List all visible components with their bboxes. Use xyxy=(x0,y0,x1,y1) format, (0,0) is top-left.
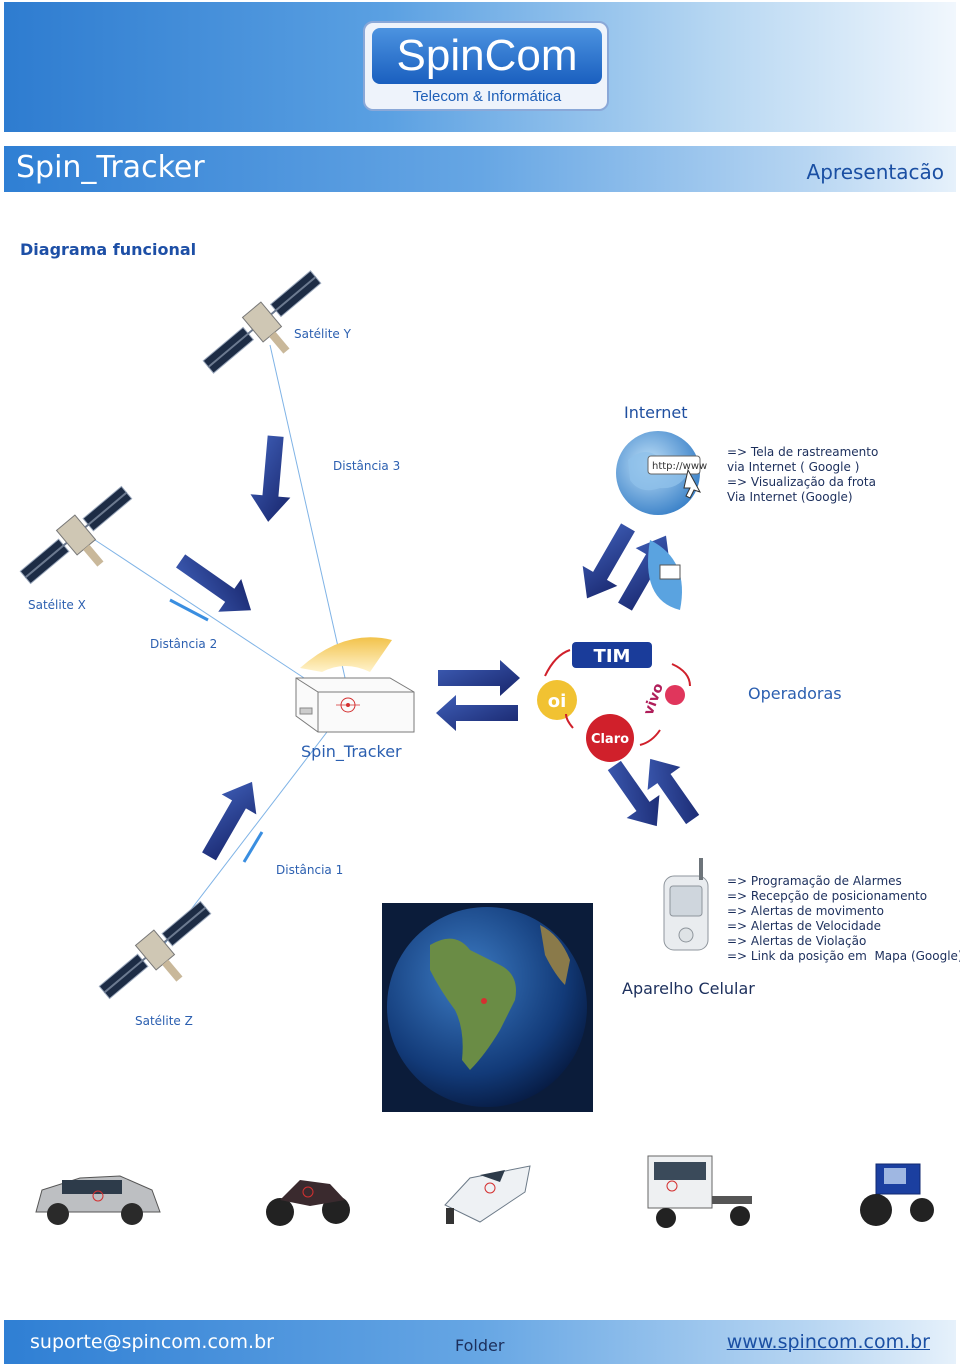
signal-line-y xyxy=(269,344,351,701)
distance-3-label: Distância 3 xyxy=(333,459,401,473)
tracker-label: Spin_Tracker xyxy=(301,742,402,761)
url-text: http://www xyxy=(652,461,707,472)
tim-logo-icon: TIM xyxy=(572,642,652,668)
footer-email-link[interactable]: suporte@spincom.com.br xyxy=(30,1331,274,1353)
distance-2-label: Distância 2 xyxy=(150,637,218,651)
distance-1-label: Distância 1 xyxy=(276,863,344,877)
oi-logo-icon: oi xyxy=(537,680,577,720)
boat-icon xyxy=(444,1165,531,1224)
svg-text:vivo: vivo xyxy=(641,681,667,718)
earth-globe-icon xyxy=(387,907,587,1107)
logo-name: SpinCom xyxy=(396,31,578,80)
signal-lines xyxy=(94,344,351,951)
operator-cycle-arrows xyxy=(544,649,691,746)
internet-globe-small-icon xyxy=(648,540,682,610)
footer-website-link[interactable]: www.spincom.com.br xyxy=(726,1331,930,1353)
arrow-down-cell-icon xyxy=(607,760,660,827)
logo-badge xyxy=(372,28,602,84)
logo-subtitle: Telecom & Informática xyxy=(412,88,562,105)
up-arrow-icon xyxy=(202,781,257,861)
cellphone-label: Aparelho Celular xyxy=(622,979,755,998)
footer-label: Folder xyxy=(455,1336,505,1355)
footer-band xyxy=(4,1320,956,1364)
title-band xyxy=(4,146,956,192)
tractor-icon xyxy=(860,1163,934,1226)
down-arrow-icon xyxy=(250,435,291,522)
arrow-left-icon xyxy=(436,695,518,731)
beam-z xyxy=(242,831,264,863)
cellphone-icon xyxy=(663,858,709,951)
claro-logo-icon: Claro xyxy=(586,714,634,762)
satellite-x-label: Satélite X xyxy=(28,598,86,612)
svg-text:oi: oi xyxy=(548,691,567,712)
tracker-device-icon xyxy=(295,637,415,733)
cellphone-notes: => Programação de Alarmes => Recepção de… xyxy=(727,874,960,963)
diagonal-arrow-icon xyxy=(176,554,252,612)
internet-globe-icon: http://www xyxy=(616,431,707,515)
arrow-up-cell-icon xyxy=(647,758,700,825)
satellite-y-icon xyxy=(202,270,322,374)
beam-x xyxy=(169,598,209,622)
satellite-x-icon xyxy=(19,485,133,585)
internet-label: Internet xyxy=(624,403,688,422)
svg-text:TIM: TIM xyxy=(594,646,631,667)
satellite-y-label: Satélite Y xyxy=(294,327,351,341)
operators-label: Operadoras xyxy=(748,684,842,703)
vivo-logo-icon: vivo xyxy=(641,681,685,718)
arrow-down-internet-icon xyxy=(582,523,635,599)
page-title: Spin_Tracker xyxy=(16,150,205,185)
truck-icon xyxy=(647,1155,752,1228)
motorcycle-icon xyxy=(266,1180,350,1226)
car-icon xyxy=(35,1175,161,1225)
arrow-right-icon xyxy=(438,660,520,696)
satellite-z-label: Satélite Z xyxy=(135,1014,193,1028)
svg-text:Claro: Claro xyxy=(591,732,629,747)
section-label: Apresentacão xyxy=(806,160,944,184)
internet-notes: => Tela de rastreamento via Internet ( G… xyxy=(727,445,879,504)
diagram-heading: Diagrama funcional xyxy=(20,240,197,259)
satellite-z-icon xyxy=(98,900,212,1000)
